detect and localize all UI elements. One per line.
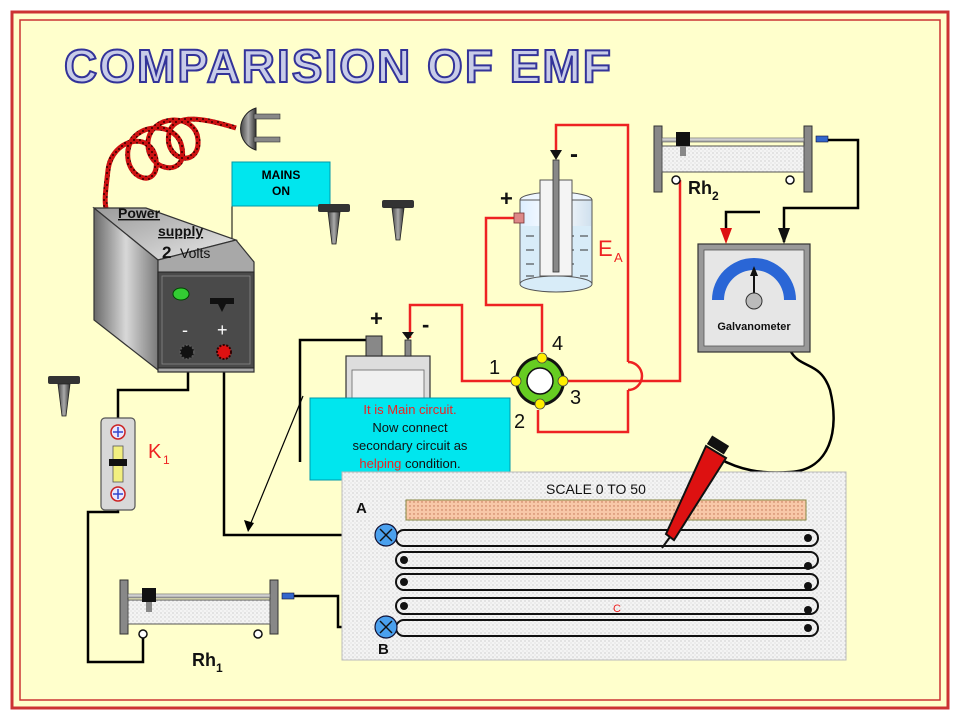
key-k1 xyxy=(100,417,136,511)
wire-ps-plus-to-a xyxy=(222,355,386,537)
rheostat-rh2 xyxy=(653,125,829,193)
two-way-key xyxy=(510,352,569,410)
ps-minus-terminal xyxy=(179,344,195,360)
info-line1: It is Main circuit. xyxy=(363,402,456,417)
ps-voltage: 2 xyxy=(162,243,171,262)
info-line3: secondary circuit as xyxy=(353,438,468,453)
point-b-label: B xyxy=(378,641,389,658)
power-supply xyxy=(92,206,255,373)
info-pointer-line xyxy=(247,395,304,531)
key-label-sub: 1 xyxy=(163,453,170,467)
plug-key-2 xyxy=(382,200,414,241)
ps-label-line2: supply xyxy=(158,223,203,239)
info-box xyxy=(309,397,511,481)
wire-rh2-to-galv-right xyxy=(782,138,860,242)
point-c-label: C xyxy=(613,603,621,615)
outer-border xyxy=(10,10,950,710)
galv-terminal-right xyxy=(778,228,790,244)
galvanometer-label: Galvanometer xyxy=(717,321,791,333)
cell2-plus: + xyxy=(370,306,383,331)
info-line4: helping condition. xyxy=(359,456,460,471)
jockey xyxy=(661,435,730,549)
key-terminal-4: 4 xyxy=(552,333,563,355)
scale-label: SCALE 0 TO 50 xyxy=(546,481,646,497)
potentiometer-scale xyxy=(405,499,807,521)
galvanometer xyxy=(697,228,811,353)
wire-cell-minus xyxy=(554,123,630,362)
wire-cell2-to-1 xyxy=(408,303,512,383)
ps-unit: Volts xyxy=(180,245,210,261)
cell2-minus: - xyxy=(422,312,429,337)
mains-label-line1: MAINS xyxy=(262,168,301,182)
cell-ea xyxy=(513,150,593,293)
point-a-label: A xyxy=(356,500,367,517)
key-terminal-3: 3 xyxy=(570,387,581,409)
wire-3-to-rh2 xyxy=(568,250,682,383)
info-line4-rest: condition. xyxy=(401,456,460,471)
terminal-b xyxy=(374,615,398,639)
power-plug xyxy=(240,107,281,151)
inner-border xyxy=(19,19,941,701)
key-label: K xyxy=(148,441,162,463)
wire-galv-left xyxy=(724,210,760,228)
mains-label-box xyxy=(231,161,331,207)
rh2-label: Rh xyxy=(688,178,712,198)
potentiometer-board xyxy=(341,471,847,661)
cell-minus: - xyxy=(570,141,578,168)
cell-plus: + xyxy=(500,186,513,211)
ps-minus-label: - xyxy=(182,320,188,340)
ps-plus-label: + xyxy=(217,320,228,340)
info-line2: Now connect xyxy=(372,420,448,435)
cell-label: E xyxy=(598,236,613,261)
rh1-label-sub: 1 xyxy=(216,661,223,675)
red-wires xyxy=(408,123,682,434)
wire-to-2 xyxy=(536,390,630,434)
info-pointer-arrow xyxy=(244,520,254,532)
plug-key-1 xyxy=(318,204,350,245)
ps-label-line1: Power xyxy=(118,205,161,221)
power-cord xyxy=(102,116,237,209)
plug-key-3 xyxy=(48,376,80,417)
wire-cell-plus-to-4 xyxy=(484,216,544,352)
page-title: COMPARISION OF EMF xyxy=(64,40,613,92)
ps-plus-terminal xyxy=(216,344,232,360)
wire-crossover xyxy=(627,360,644,392)
galv-terminal-left xyxy=(720,228,732,244)
power-indicator-light xyxy=(172,287,190,301)
wire-galv-to-jockey xyxy=(717,349,835,474)
cell-label-sub: A xyxy=(614,250,623,265)
wire-cell2-left xyxy=(298,338,380,462)
rheostat-rh1 xyxy=(119,579,295,639)
info-line4-highlight: helping xyxy=(359,456,401,471)
key-terminal-2: 2 xyxy=(514,411,525,433)
mains-label-line2: ON xyxy=(272,184,290,198)
terminal-a xyxy=(374,523,398,547)
rh1-label: Rh xyxy=(192,650,216,670)
rh2-label-sub: 2 xyxy=(712,189,719,203)
power-switch-icon xyxy=(210,298,234,312)
key-terminal-1: 1 xyxy=(489,357,500,379)
